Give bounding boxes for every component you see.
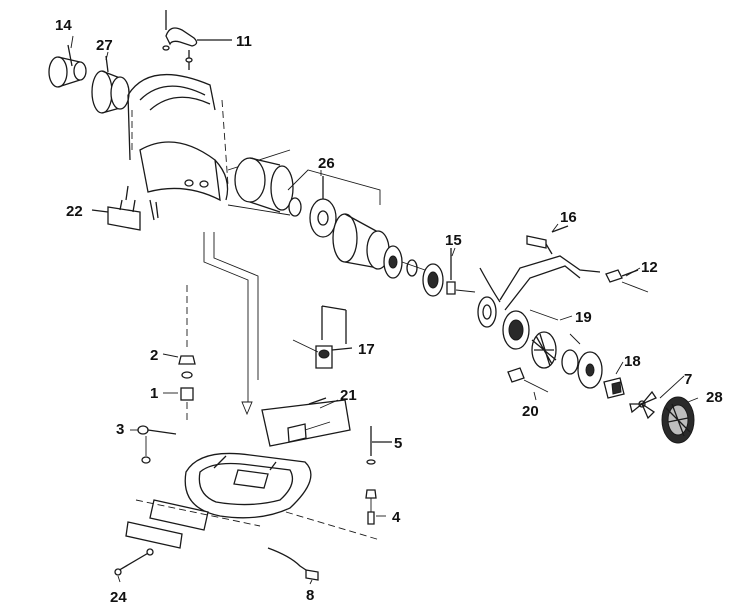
part-15-electrode [446,248,476,295]
callout-19: 19 [575,309,592,326]
callout-8: 8 [306,587,314,604]
part-24-label-plate [114,499,261,576]
callout-1: 1 [150,385,158,402]
part-18-motor-body [603,377,625,399]
callout-14: 14 [55,17,72,34]
part-21-tank [184,397,351,519]
callout-17: 17 [358,341,375,358]
part-28-fan-guard [661,396,695,444]
outer-housing-shell [127,73,291,216]
part-27-ring [91,55,130,114]
callout-4: 4 [392,509,401,526]
part-8-cord [267,511,381,581]
part-11-handle [162,10,232,70]
part-5-screw [366,426,392,465]
callout-12: 12 [641,259,658,276]
callout-21: 21 [340,387,357,404]
part-4-bolt [365,489,377,525]
part-20-clip [507,367,549,393]
callout-5: 5 [394,435,402,452]
part-1-filter [180,387,194,420]
part-26-combustion-liner [287,169,390,270]
callout-20: 20 [522,403,539,420]
airflow-arrow [203,232,259,416]
callout-24: 24 [110,589,127,606]
callout-15: 15 [445,232,462,249]
callout-11: 11 [236,33,252,50]
part-2-cap [178,285,196,379]
leader-lines [70,35,699,585]
callout-7: 7 [684,371,692,388]
callout-28: 28 [706,389,723,406]
callout-27: 27 [96,37,113,54]
inner-cylinder [234,157,294,213]
callout-labels: 14 27 11 26 22 15 16 12 19 17 2 1 18 7 2… [55,17,723,606]
callout-18: 18 [624,353,641,370]
part-19-motor-assembly [477,296,603,389]
callout-26: 26 [318,155,335,172]
callout-22: 22 [66,203,83,220]
burner-plates [383,245,444,297]
part-16-part-12-linkage [479,225,649,311]
part-7-fan [629,390,657,420]
part-3-screw [137,425,177,464]
part-22-bracket [91,185,159,231]
callout-3: 3 [116,421,124,438]
part-14-nozzle-cap [48,44,87,88]
callout-16: 16 [560,209,577,226]
callout-2: 2 [150,347,158,364]
part-17-pump [292,305,353,369]
